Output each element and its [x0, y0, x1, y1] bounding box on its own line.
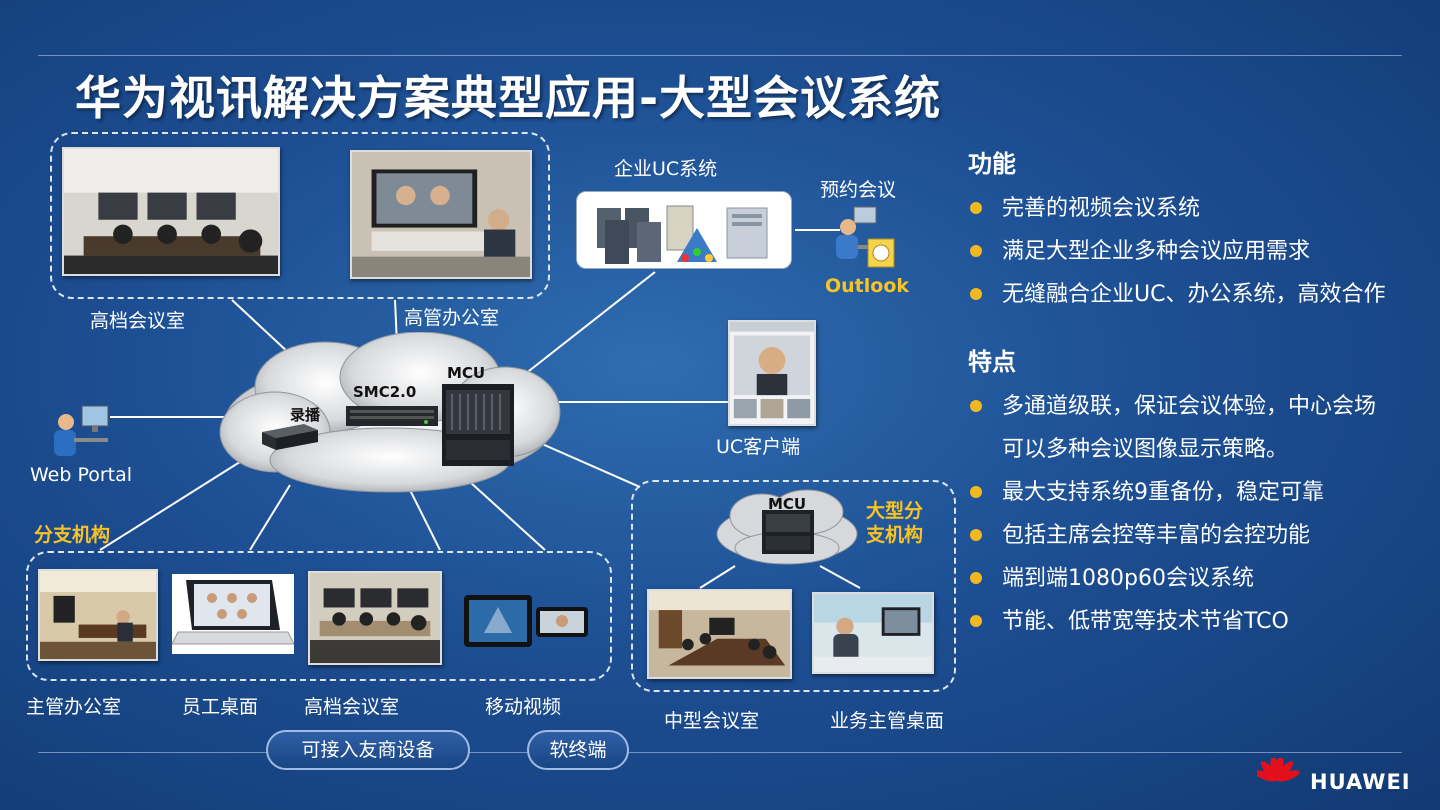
medium-room-photo — [647, 589, 792, 679]
large-branch-mcu-label: MCU — [768, 495, 807, 513]
branch-item-manager-office: 主管办公室 — [26, 696, 122, 718]
page-title: 华为视讯解决方案典型应用-大型会议系统 — [75, 71, 942, 125]
large-branch-item-manager-desktop: 业务主管桌面 — [830, 710, 945, 732]
branch-manager-office-photo — [38, 569, 158, 661]
branch-group — [26, 551, 612, 681]
bullet-icon — [970, 615, 982, 627]
list-item: 节能、低带宽等技术节省TCO — [968, 600, 1428, 643]
bullet-icon — [970, 245, 982, 257]
smc-server-icon — [346, 406, 438, 426]
list-item-continuation: 可以多种会议图像显示策略。 — [1002, 437, 1289, 462]
list-item: 完善的视频会议系统 — [968, 187, 1428, 230]
list-item: 无缝融合企业UC、办公系统，高效合作 — [968, 273, 1428, 316]
branch-item-mobile-video: 移动视频 — [485, 696, 562, 718]
uc-system-box — [576, 191, 792, 269]
huawei-logo-icon — [1257, 758, 1300, 782]
uc-system-label: 企业UC系统 — [614, 158, 718, 180]
mcu-device-icon — [442, 384, 514, 466]
premium-room-label: 高档会议室 — [90, 310, 186, 332]
large-branch-title-line2: 支机构 — [866, 524, 924, 546]
list-item: 端到端1080p60会议系统 — [968, 557, 1428, 600]
large-branch-item-medium-room: 中型会议室 — [664, 710, 760, 732]
recorder-device-icon — [262, 424, 318, 450]
branch-item-staff-desktop: 员工桌面 — [182, 696, 259, 718]
web-portal-label: Web Portal — [30, 464, 133, 486]
info-panel: 功能 完善的视频会议系统 满足大型企业多种会议应用需求 无缝融合企业UC、办公系… — [968, 144, 1428, 643]
large-branch-title-line1: 大型分 — [866, 500, 924, 522]
functions-heading: 功能 — [968, 150, 1016, 178]
bullet-icon — [970, 400, 982, 412]
server-rack-icon — [597, 205, 768, 264]
bullet-icon — [970, 572, 982, 584]
list-item: 包括主席会控等丰富的会控功能 — [968, 514, 1428, 557]
uc-client-screenshot — [728, 320, 816, 426]
branch-title: 分支机构 — [34, 524, 111, 546]
premium-room-photo — [62, 147, 280, 276]
soft-client-badge: 软终端 — [527, 730, 629, 770]
list-item: 最大支持系统9重备份，稳定可靠 — [968, 471, 1428, 514]
exec-office-label: 高管办公室 — [404, 307, 500, 329]
bullet-icon — [970, 288, 982, 300]
smc-label: SMC2.0 — [353, 383, 417, 401]
bullet-icon — [970, 529, 982, 541]
booking-label: 预约会议 — [820, 179, 897, 201]
mcu-label: MCU — [447, 364, 486, 382]
exec-office-photo — [350, 150, 532, 279]
outlook-label: Outlook — [825, 275, 910, 297]
bullet-icon — [970, 486, 982, 498]
features-heading: 特点 — [968, 348, 1016, 376]
features-list: 多通道级联，保证会议体验，中心会场 可以多种会议图像显示策略。 最大支持系统9重… — [968, 385, 1428, 643]
top-divider — [38, 55, 1402, 56]
staff-desktop-photo — [172, 574, 294, 654]
list-item: 多通道级联，保证会议体验，中心会场 — [968, 385, 1428, 428]
top-rooms-group — [50, 132, 550, 299]
uc-client-label: UC客户端 — [716, 436, 801, 458]
user-at-computer-icon — [836, 206, 895, 268]
branch-premium-room-photo — [308, 571, 442, 665]
recording-label: 录播 — [290, 406, 321, 424]
bottom-divider — [38, 752, 1402, 753]
web-portal-user-icon — [54, 405, 109, 456]
bullet-icon — [970, 202, 982, 214]
branch-item-premium-room: 高档会议室 — [304, 696, 400, 718]
business-manager-desktop-photo — [812, 592, 934, 674]
large-branch-cloud — [716, 489, 858, 565]
brand-name: HUAWEI — [1310, 770, 1411, 794]
list-item: 满足大型企业多种会议应用需求 — [968, 230, 1428, 273]
third-party-badge: 可接入友商设备 — [266, 730, 470, 770]
mobile-devices-icon — [464, 595, 588, 647]
large-branch-group — [631, 480, 956, 692]
functions-list: 完善的视频会议系统 满足大型企业多种会议应用需求 无缝融合企业UC、办公系统，高… — [968, 187, 1428, 316]
